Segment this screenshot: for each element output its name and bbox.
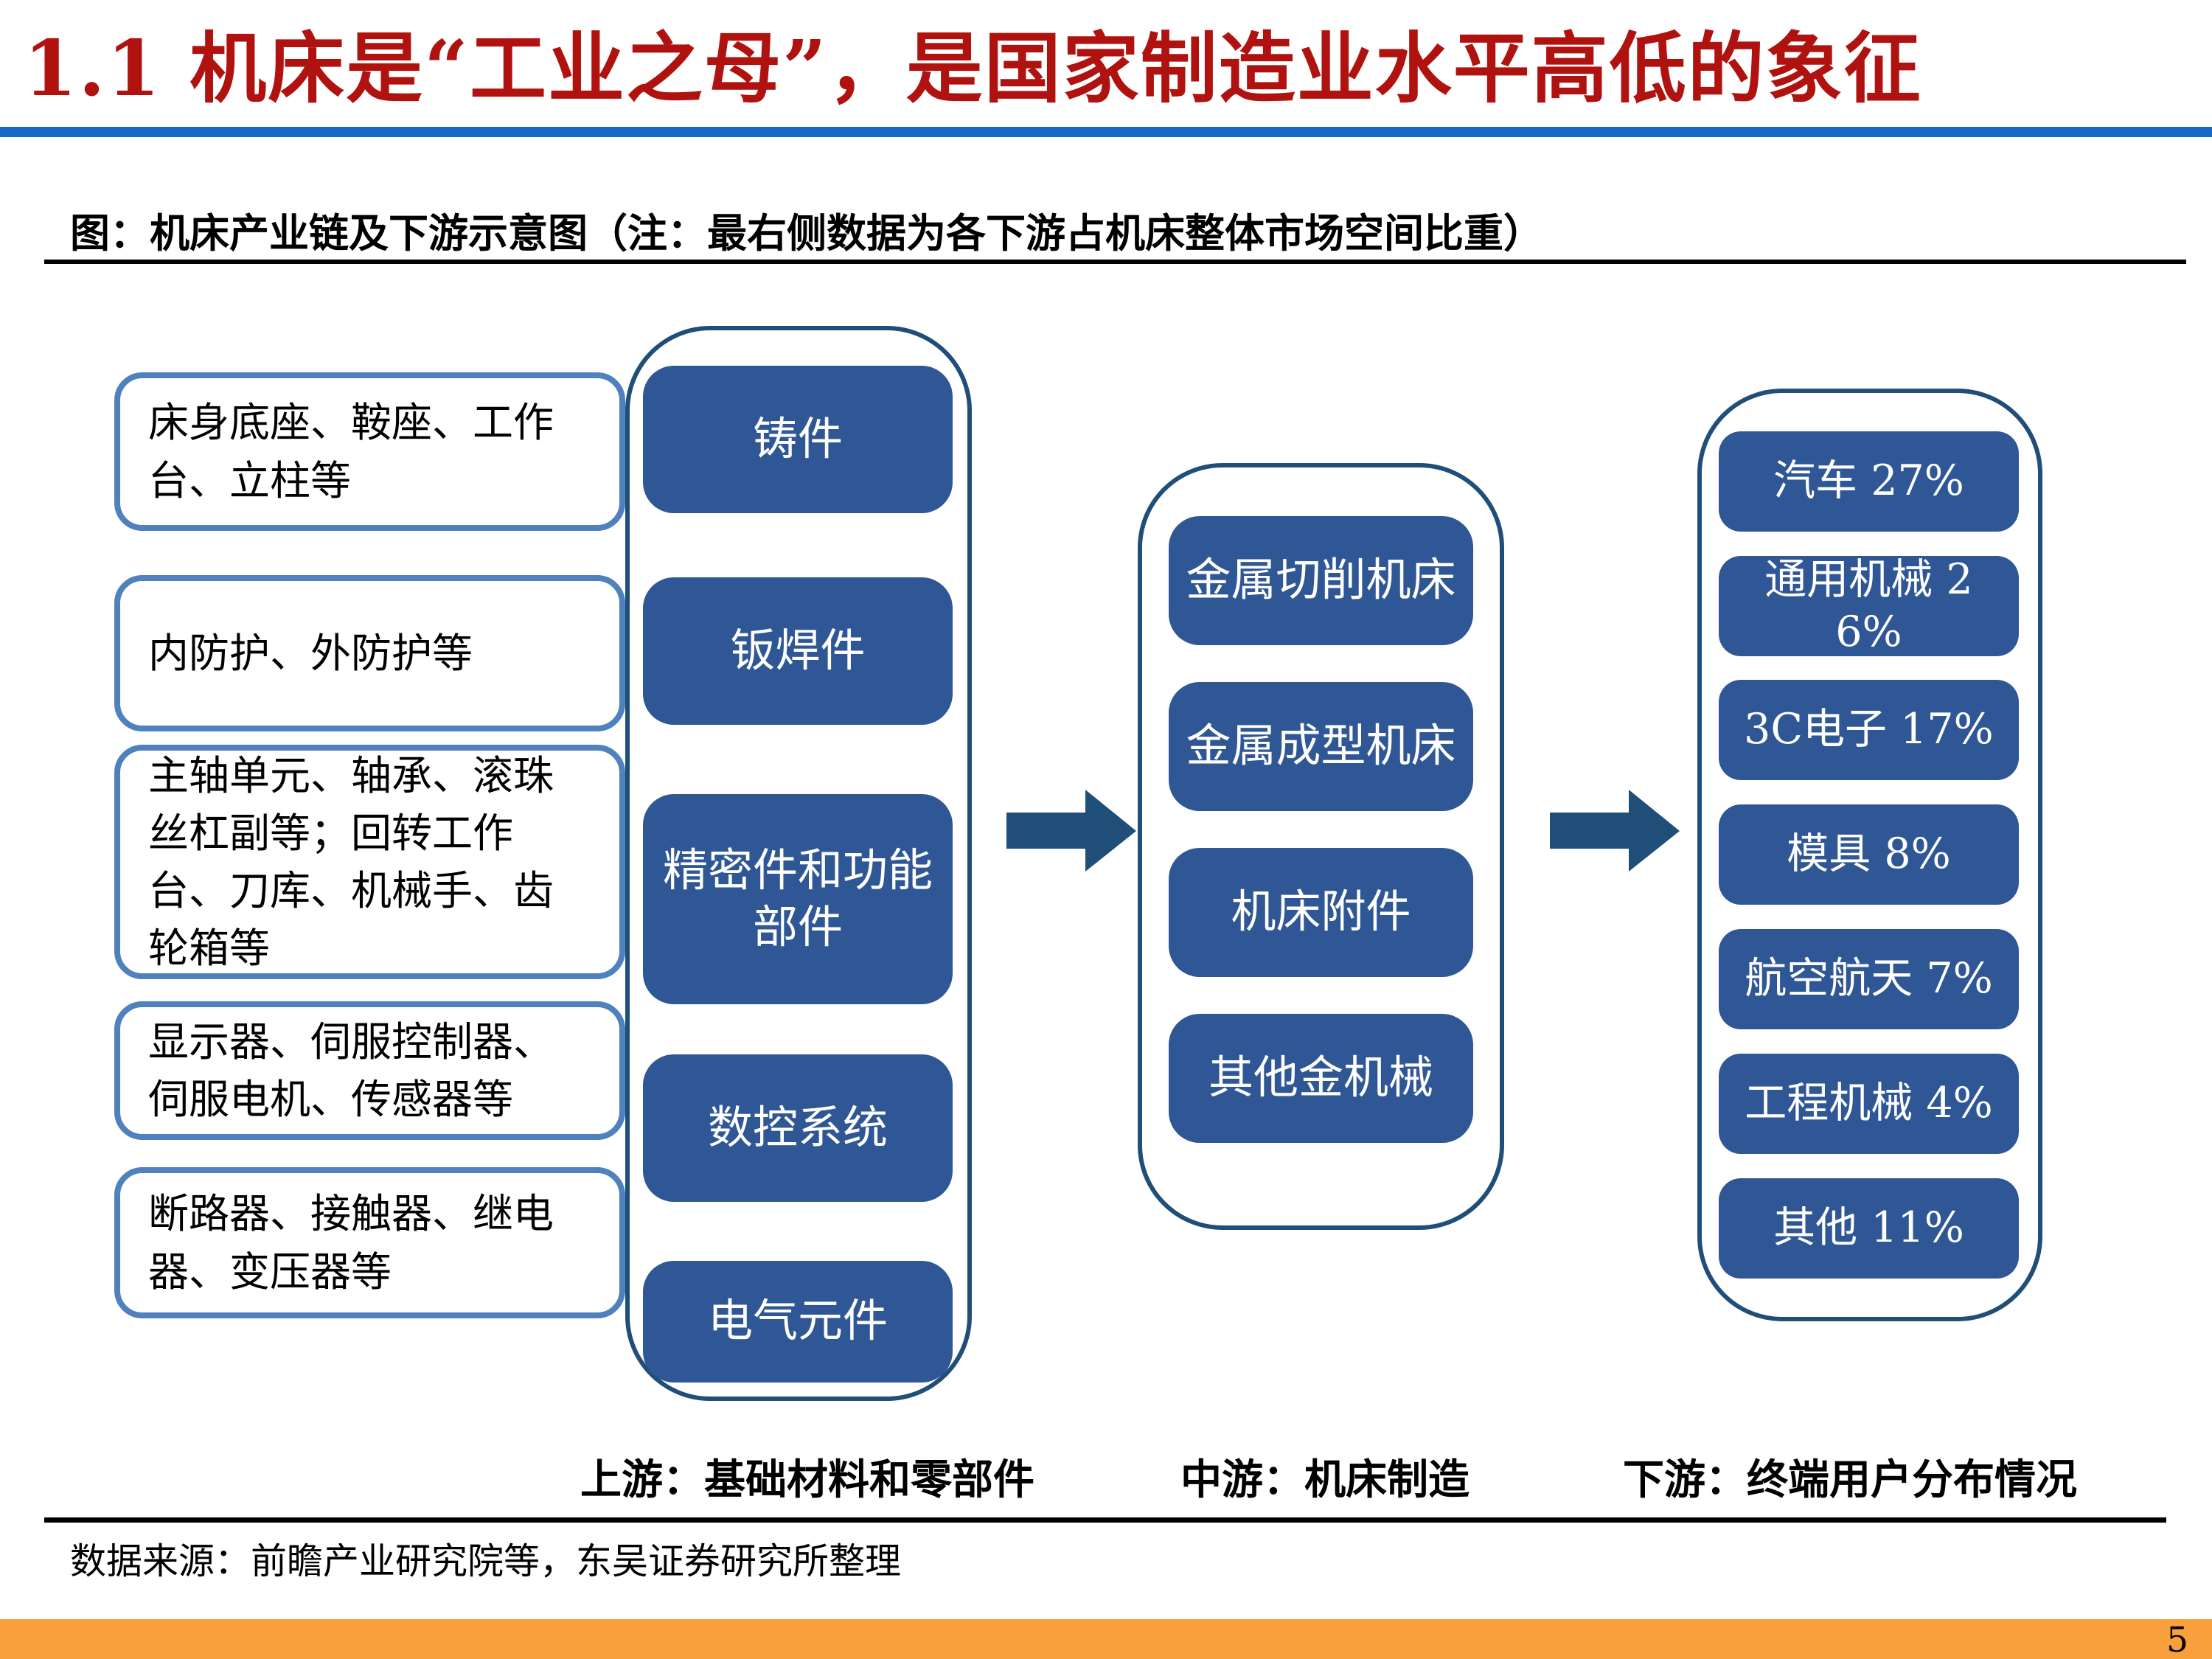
figure-caption: 图：机床产业链及下游示意图（注：最右侧数据为各下游占机床整体市场空间比重） (70, 209, 1543, 257)
data-source-note: 数据来源：前瞻产业研究院等，东吴证券研究所整理 (70, 1540, 902, 1582)
page-number: 5 (2166, 1620, 2188, 1659)
footer-divider (44, 1517, 2166, 1523)
upstream-component-box: 数控系统 (643, 1054, 953, 1202)
downstream-user-box: 3C电子 17% (1719, 680, 2019, 780)
downstream-user-box: 模具 8% (1719, 804, 2019, 905)
upstream-component-box: 钣焊件 (643, 577, 953, 725)
midstream-product-box: 其他金机械 (1169, 1014, 1473, 1143)
upstream-component-box: 电气元件 (643, 1261, 953, 1382)
upstream-input-box: 内防护、外防护等 (114, 575, 625, 731)
midstream-product-box: 金属成型机床 (1169, 682, 1473, 811)
page-title: 1.1 机床是“工业之母”，是国家制造业水平高低的象征 (24, 23, 1922, 114)
stage-label-midstream: 中游：机床制造 (1180, 1455, 1470, 1504)
upstream-component-box: 铸件 (643, 366, 953, 513)
downstream-user-box: 工程机械 4% (1719, 1054, 2019, 1154)
header-divider (0, 127, 2212, 137)
downstream-user-box: 航空航天 7% (1719, 929, 2019, 1029)
upstream-input-box: 断路器、接触器、继电器、变压器等 (114, 1167, 625, 1318)
upstream-input-box: 床身底座、鞍座、工作台、立柱等 (114, 372, 625, 531)
caption-divider (44, 260, 2186, 264)
upstream-component-box: 精密件和功能部件 (643, 794, 953, 1004)
footer-bar (0, 1619, 2212, 1659)
midstream-product-box: 机床附件 (1169, 848, 1473, 977)
flow-arrow-right-icon (1006, 790, 1136, 872)
stage-label-upstream: 上游：基础材料和零部件 (580, 1455, 1034, 1504)
upstream-input-box: 显示器、伺服控制器、伺服电机、传感器等 (114, 1001, 625, 1140)
downstream-user-box: 汽车 27% (1719, 431, 2019, 532)
midstream-product-box: 金属切削机床 (1169, 516, 1473, 645)
downstream-user-box: 其他 11% (1719, 1178, 2019, 1279)
upstream-input-box: 主轴单元、轴承、滚珠丝杠副等；回转工作台、刀库、机械手、齿轮箱等 (114, 745, 625, 979)
stage-label-downstream: 下游：终端用户分布情况 (1623, 1455, 2077, 1504)
flow-arrow-right-icon (1550, 790, 1680, 872)
downstream-user-box: 通用机械 26% (1719, 555, 2019, 656)
